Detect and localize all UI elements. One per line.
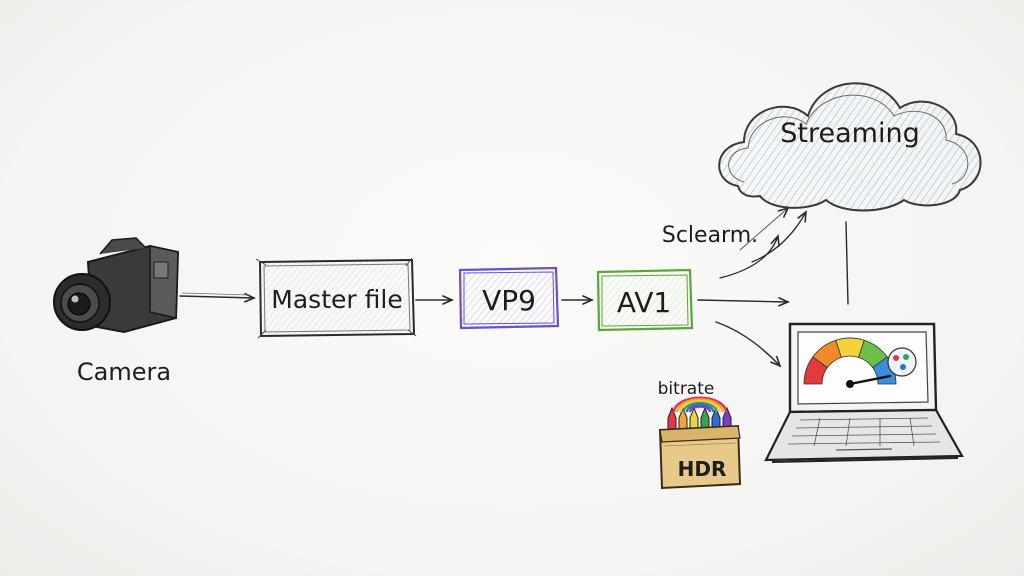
arrow-av1-right xyxy=(697,297,790,307)
line-cloud-to-laptop xyxy=(845,221,849,305)
rainbow-arc xyxy=(685,403,715,413)
streaming-cloud xyxy=(718,82,982,212)
annotation-label: Sclearm. xyxy=(662,223,758,248)
master-file-node xyxy=(255,257,417,339)
vp9-node xyxy=(458,266,560,330)
gauge-badge xyxy=(887,347,917,377)
crayon-box-icon xyxy=(658,406,742,490)
av1-label: AV1 xyxy=(617,286,671,319)
camera-label: Camera xyxy=(77,358,171,386)
streaming-label: Streaming xyxy=(780,118,919,149)
arrow-av1-to-laptop xyxy=(715,321,782,368)
vp9-label: VP9 xyxy=(482,284,536,317)
master-file-label: Master file xyxy=(271,285,402,314)
rainbow-arc xyxy=(676,398,724,413)
rainbow-arc xyxy=(672,396,728,413)
vp9-border-inner xyxy=(463,271,555,325)
rainbow-arc xyxy=(679,400,721,413)
gauge-needle xyxy=(848,374,892,386)
arrow-camera-to-master xyxy=(179,292,256,303)
crayon-top-label: bitrate xyxy=(658,379,715,399)
rainbow-arc xyxy=(682,401,718,413)
crayon-box-label: HDR xyxy=(678,457,727,481)
gauge-hub xyxy=(846,380,854,388)
arrow-av1-to-cloud xyxy=(719,206,807,279)
av1-border-inner xyxy=(601,274,689,327)
crayon-rainbow-icon xyxy=(672,396,728,413)
camera-icon xyxy=(53,237,180,334)
laptop-keyboard xyxy=(787,417,941,447)
av1-node xyxy=(596,268,694,332)
vp9-border xyxy=(458,266,560,330)
bitrate-gauge-icon xyxy=(803,337,897,388)
laptop-icon xyxy=(764,322,964,463)
rainbow-arc xyxy=(688,405,712,413)
av1-border xyxy=(596,268,694,332)
